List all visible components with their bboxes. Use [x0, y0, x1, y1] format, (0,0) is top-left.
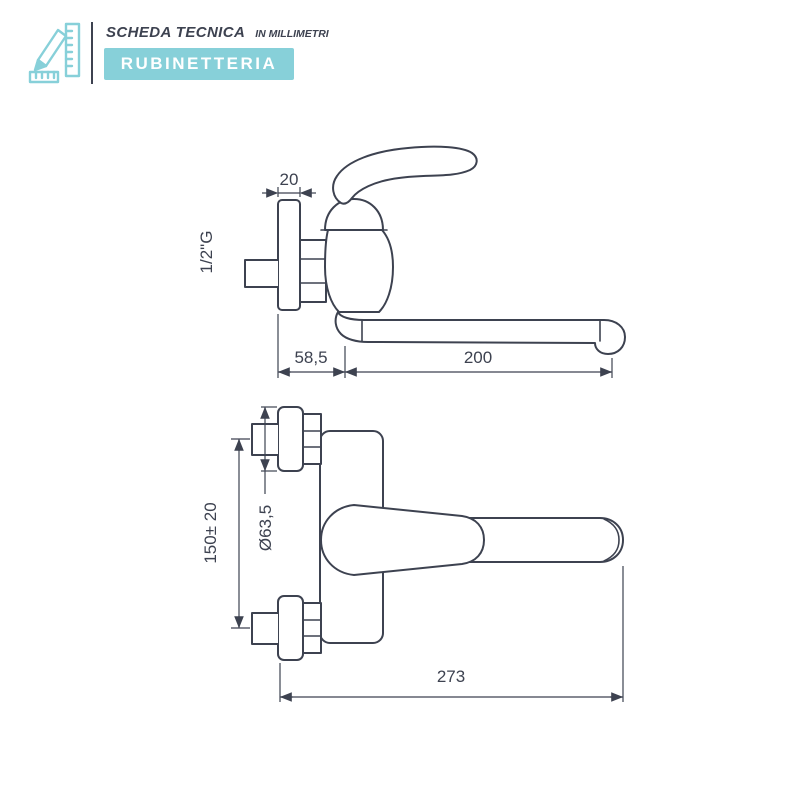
header: SCHEDA TECNICA IN MILLIMETRI RUBINETTERI… [28, 22, 329, 84]
wall-flange-bottom [277, 595, 304, 661]
dim-label-flange-diameter: Ø63,5 [256, 505, 275, 551]
sheet-subtitle: IN MILLIMETRI [255, 28, 329, 40]
inlet-stub-bottom [251, 612, 279, 645]
handle-dome [324, 198, 384, 231]
side-view-dimensions [262, 187, 613, 378]
brand-label: RUBINETTERIA [120, 54, 278, 73]
dim-label-inlet-spacing: 150± 20 [201, 502, 220, 563]
hex-nut-bottom [302, 602, 322, 654]
inlet-stub-side [244, 259, 279, 288]
hex-nut-side [299, 239, 327, 303]
dim-label-wall-to-spout: 58,5 [294, 348, 327, 367]
top-view [251, 406, 624, 661]
side-view [244, 145, 626, 355]
lever-handle-side [332, 145, 478, 205]
spout-cap-inner-arc [603, 518, 620, 562]
header-divider [91, 22, 93, 84]
top-view-dimensions [231, 406, 624, 702]
brand-badge: RUBINETTERIA [104, 48, 294, 80]
header-text: SCHEDA TECNICA IN MILLIMETRI RUBINETTERI… [104, 22, 329, 80]
sheet-title: SCHEDA TECNICA [106, 24, 246, 41]
dim-label-inlet-thread: 1/2"G [197, 231, 216, 274]
dimension-labels: 20 1/2"G 58,5 200 150± 20 Ø63,5 273 [197, 170, 492, 686]
wall-flange-top [277, 406, 304, 472]
lever-handle-top [320, 504, 485, 576]
dim-label-spout-length: 200 [464, 348, 492, 367]
dim-label-overall-depth: 273 [437, 667, 465, 686]
pencil-ruler-icon [28, 22, 82, 84]
mixer-body-side [324, 229, 394, 313]
hex-nut-top [302, 413, 322, 465]
dim-label-plate-thickness: 20 [280, 170, 299, 189]
wall-plate-side [277, 199, 301, 311]
